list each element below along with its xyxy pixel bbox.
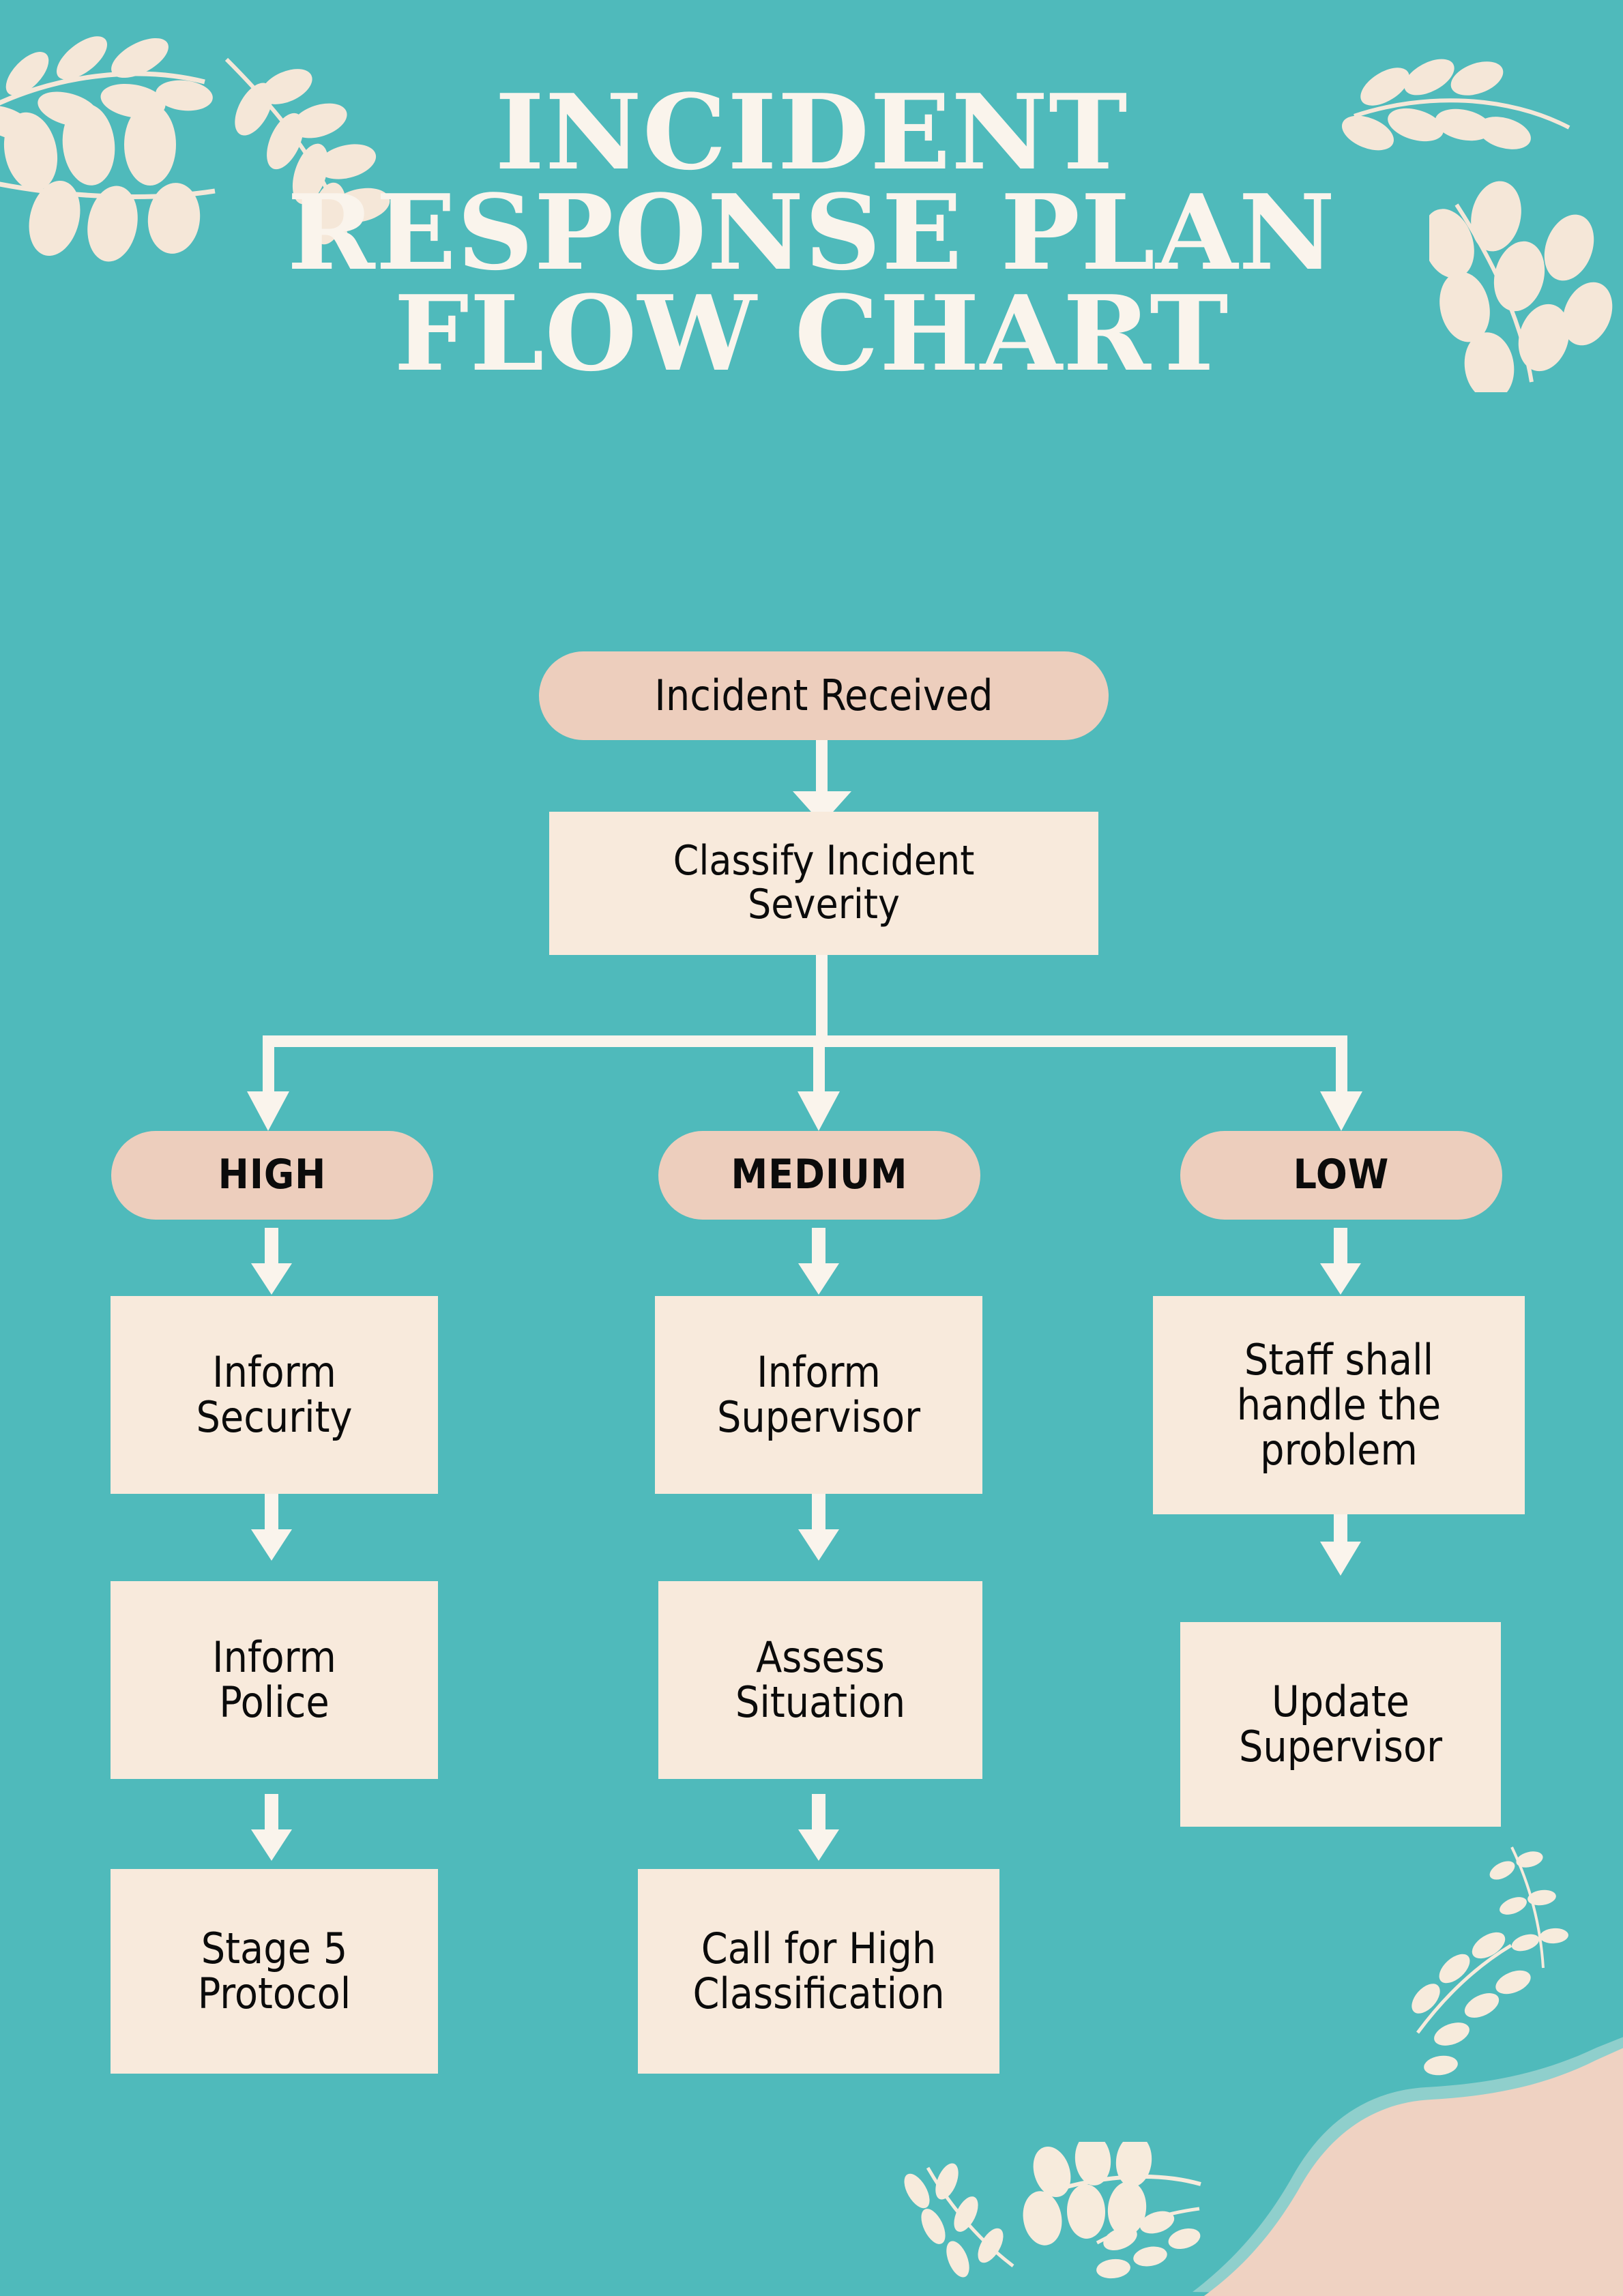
node-stage-5-protocol-line-2: Protocol (197, 1969, 351, 2018)
node-update-supervisor-line-1: Update (1271, 1677, 1410, 1727)
node-call-high-line-2: Classification (692, 1969, 945, 2018)
node-inform-supervisor-line-2: Supervisor (716, 1392, 921, 1442)
node-severity-medium[interactable]: MEDIUM (658, 1131, 980, 1220)
node-assess-situation-line-1: Assess (756, 1632, 885, 1683)
node-call-for-high-classification[interactable]: Call for High Classification (638, 1869, 999, 2074)
node-staff-handle-line-2: handle the (1236, 1380, 1442, 1430)
node-call-high-line-1: Call for High (701, 1924, 937, 1974)
arrow-high-to-step1 (251, 1228, 292, 1295)
node-update-supervisor-line-2: Supervisor (1238, 1722, 1443, 1771)
node-stage-5-protocol-line-1: Stage 5 (201, 1924, 348, 1974)
connector-bus-to-high (263, 1035, 274, 1102)
arrow-medium-step1-to-step2 (798, 1494, 839, 1561)
arrow-medium-step2-to-step3 (798, 1794, 839, 1861)
node-severity-low-label: LOW (1293, 1151, 1390, 1199)
page-title: INCIDENT RESPONSE PLAN FLOW CHART (0, 71, 1623, 394)
node-incident-received-label: Incident Received (654, 671, 993, 721)
node-classify-line-2: Severity (748, 881, 900, 928)
node-severity-medium-label: MEDIUM (731, 1151, 908, 1199)
node-inform-security-line-1: Inform (212, 1347, 336, 1398)
arrow-high-step2-to-step3 (251, 1794, 292, 1861)
node-classify-incident-severity[interactable]: Classify Incident Severity (549, 812, 1098, 955)
leaf-branch-bottom-right (1489, 1846, 1568, 1969)
node-assess-situation[interactable]: Assess Situation (658, 1581, 982, 1779)
node-inform-supervisor[interactable]: Inform Supervisor (655, 1296, 982, 1494)
connector-bus-to-medium (813, 1035, 825, 1102)
leaf-branch-bottom-center-2 (1023, 2142, 1201, 2279)
branch-bus-line (263, 1035, 1347, 1047)
connector-start-to-decision (816, 740, 828, 801)
node-staff-handle-problem[interactable]: Staff shall handle the problem (1153, 1296, 1525, 1514)
node-inform-police-line-1: Inform (212, 1632, 336, 1683)
node-severity-high-label: HIGH (218, 1151, 327, 1199)
node-staff-handle-line-3: problem (1260, 1424, 1418, 1475)
node-staff-handle-line-1: Staff shall (1244, 1335, 1434, 1385)
title-line-2: RESPONSE PLAN (287, 171, 1336, 294)
node-inform-security[interactable]: Inform Security (111, 1296, 438, 1494)
node-severity-low[interactable]: LOW (1180, 1131, 1502, 1220)
arrow-low-to-step1 (1320, 1228, 1361, 1295)
corner-blob (1193, 2037, 1623, 2296)
title-line-3: FLOW CHART (394, 271, 1229, 394)
node-update-supervisor[interactable]: Update Supervisor (1180, 1622, 1501, 1827)
node-inform-police[interactable]: Inform Police (111, 1581, 438, 1779)
node-inform-supervisor-line-1: Inform (757, 1347, 881, 1398)
node-severity-high[interactable]: HIGH (111, 1131, 433, 1220)
connector-decision-to-bus (816, 955, 828, 1047)
node-incident-received[interactable]: Incident Received (539, 651, 1109, 740)
arrow-high-step1-to-step2 (251, 1494, 292, 1561)
leaf-branch-bottom-center (904, 2163, 1014, 2278)
node-inform-police-line-2: Police (219, 1677, 330, 1727)
node-inform-security-line-2: Security (196, 1392, 353, 1442)
leaf-branch-bottom-right-2 (1412, 1932, 1531, 2076)
connector-bus-to-low (1336, 1035, 1347, 1102)
arrow-medium-to-step1 (798, 1228, 839, 1295)
node-assess-situation-line-2: Situation (735, 1677, 906, 1727)
title-line-1: INCIDENT (495, 71, 1128, 193)
node-stage-5-protocol[interactable]: Stage 5 Protocol (111, 1869, 438, 2074)
node-classify-line-1: Classify Incident (673, 837, 975, 885)
